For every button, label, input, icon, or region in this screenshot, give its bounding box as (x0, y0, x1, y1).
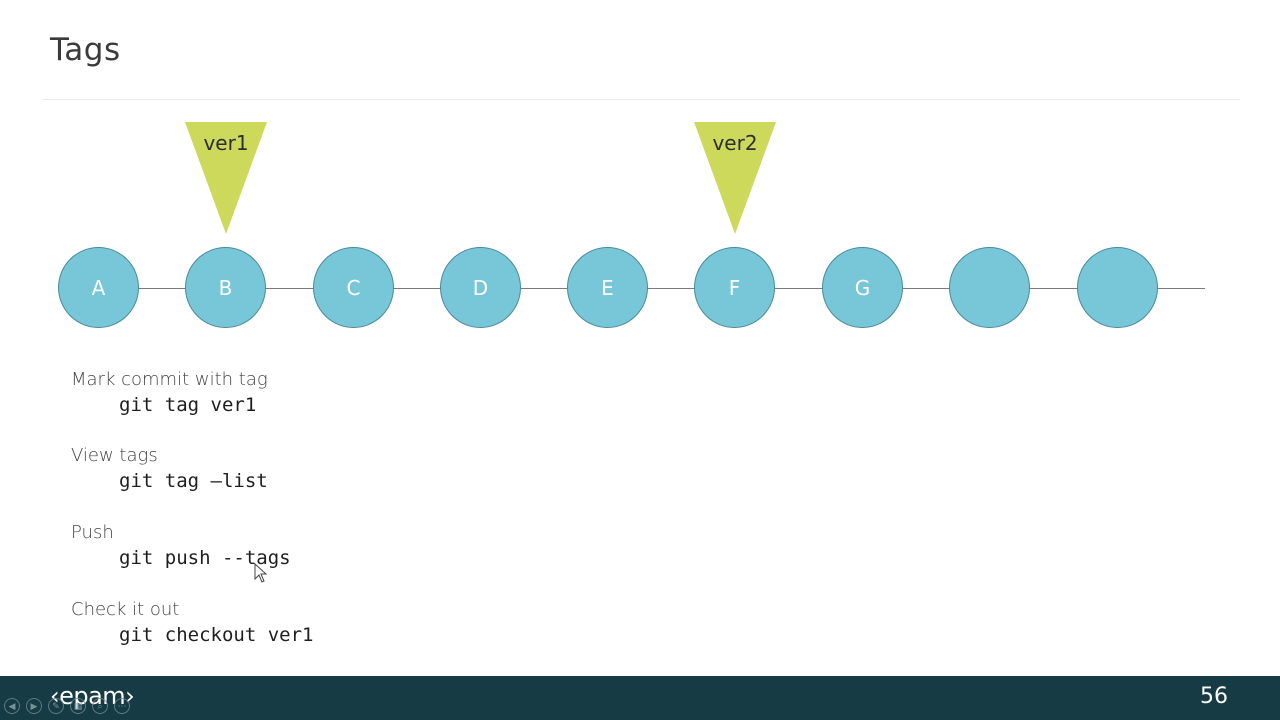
tag-ver2: ver2 (694, 122, 776, 234)
commit-node: B (185, 247, 266, 328)
slide-footer: ‹epam› ◀ ▶ ✎ ▦ ⌕ ⋯ 56 (0, 676, 1280, 720)
more-icon[interactable]: ⋯ (114, 698, 130, 714)
tag-ver1: ver1 (185, 122, 267, 234)
slides-icon[interactable]: ▦ (70, 698, 86, 714)
commit-node: F (694, 247, 775, 328)
commit-node: C (313, 247, 394, 328)
command-description: Mark commit with tag (71, 369, 268, 390)
tag-marker-icon (694, 122, 776, 234)
zoom-icon[interactable]: ⌕ (92, 698, 108, 714)
command-block: Check it out git checkout ver1 (71, 599, 313, 646)
command-block: Mark commit with tag git tag ver1 (71, 369, 268, 416)
commit-node: E (567, 247, 648, 328)
tag-marker-icon (185, 122, 267, 234)
commit-node: A (58, 247, 139, 328)
command-block: View tags git tag –list (71, 445, 268, 492)
command-description: View tags (71, 445, 158, 466)
command-code: git checkout ver1 (119, 624, 314, 646)
command-code: git tag –list (119, 470, 268, 492)
page-number: 56 (1200, 684, 1228, 709)
commit-node (949, 247, 1030, 328)
mouse-cursor-icon (254, 563, 268, 583)
command-code: git push --tags (119, 547, 291, 569)
title-divider (42, 99, 1240, 100)
commit-node: D (440, 247, 521, 328)
slide-title: Tags (50, 32, 121, 68)
presentation-controls: ◀ ▶ ✎ ▦ ⌕ ⋯ (4, 698, 130, 714)
command-description: Push (71, 522, 114, 543)
command-description: Check it out (71, 599, 180, 620)
commit-node (1077, 247, 1158, 328)
commit-timeline-line (98, 288, 1205, 289)
prev-icon[interactable]: ◀ (4, 698, 20, 714)
pen-icon[interactable]: ✎ (48, 698, 64, 714)
next-icon[interactable]: ▶ (26, 698, 42, 714)
command-block: Push git push --tags (71, 522, 291, 569)
tag-label: ver1 (203, 131, 249, 155)
command-code: git tag ver1 (119, 394, 257, 416)
tag-label: ver2 (712, 131, 758, 155)
commit-node: G (822, 247, 903, 328)
